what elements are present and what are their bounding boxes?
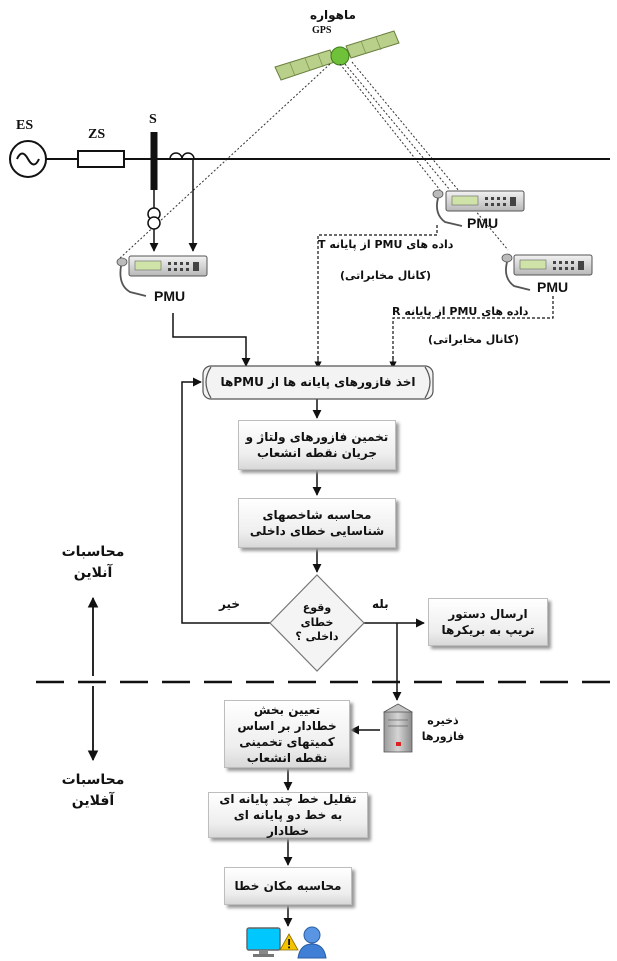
current-transformer-icon	[169, 152, 195, 160]
faulted-section-step: تعیین بخش خطادار بر اساس کمیتهای تخمینی …	[224, 700, 350, 768]
reduce-line-step: تقلیل خط چند پایانه ای به خط دو پایانه ا…	[208, 792, 368, 838]
comm-channel-r	[392, 296, 554, 364]
offline-label: محاسبات آفلاین	[61, 772, 125, 809]
bus-label: S	[149, 112, 157, 127]
warning-icon	[279, 933, 299, 951]
server-icon	[383, 703, 413, 753]
pmu-device-right	[513, 254, 593, 276]
source-label: ES	[16, 118, 34, 133]
gps-sync-lines	[119, 61, 509, 259]
t-channel-label: (کانال مخابراتی)	[340, 269, 432, 282]
decision-yes-label: بله	[372, 597, 389, 611]
decision-no-label: خیر	[219, 597, 241, 611]
ac-source-icon	[9, 140, 47, 178]
pmu-left-link	[172, 313, 251, 367]
store-phasors-label: ذخیره فازورها	[421, 714, 465, 743]
pmu-label-left: PMU	[154, 288, 186, 304]
gps-antenna-icon	[432, 189, 463, 227]
fault-location-step: محاسبه مکان خطا	[224, 867, 352, 905]
acquire-phasors-step: اخذ فازورهای پایانه ها از PMUها	[220, 375, 416, 390]
flow-connectors	[181, 377, 425, 927]
estimate-tap-point-step: تخمین فازورهای ولتاژ و جریان نقطه انشعاب	[238, 420, 396, 470]
decision-diamond	[269, 574, 365, 672]
comm-channel-t	[317, 225, 438, 364]
pmu-label-right: PMU	[537, 279, 569, 295]
satellite-label: ماهواره	[310, 8, 356, 22]
pmu-label-middle: PMU	[467, 215, 499, 231]
t-data-label: داده های PMU از پایانه T	[318, 238, 454, 251]
online-label: محاسبات آنلاین	[61, 544, 125, 581]
internal-fault-indices-step: محاسبه شاخصهای شناسایی خطای داخلی	[238, 498, 396, 548]
pmu-device-left	[128, 255, 208, 277]
impedance-label: ZS	[88, 127, 106, 142]
monitor-icon	[246, 927, 281, 957]
acquire-shape	[202, 365, 434, 400]
voltage-transformer-icon	[147, 207, 161, 230]
decision-label: وقوع خطای داخلی ؟	[295, 600, 339, 644]
satellite-gps-label: GPS	[312, 25, 332, 36]
pmu-device-middle	[445, 190, 525, 212]
source-impedance	[77, 150, 125, 168]
user-icon	[297, 926, 327, 959]
gps-antenna-icon	[501, 253, 531, 291]
r-data-label: داده های PMU از پایانه R	[392, 305, 529, 318]
trip-command-step: ارسال دستور تریپ به بریکرها	[428, 598, 548, 646]
gps-antenna-icon	[116, 257, 147, 297]
r-channel-label: (کانال مخابراتی)	[428, 333, 520, 346]
satellite-icon	[274, 30, 400, 81]
